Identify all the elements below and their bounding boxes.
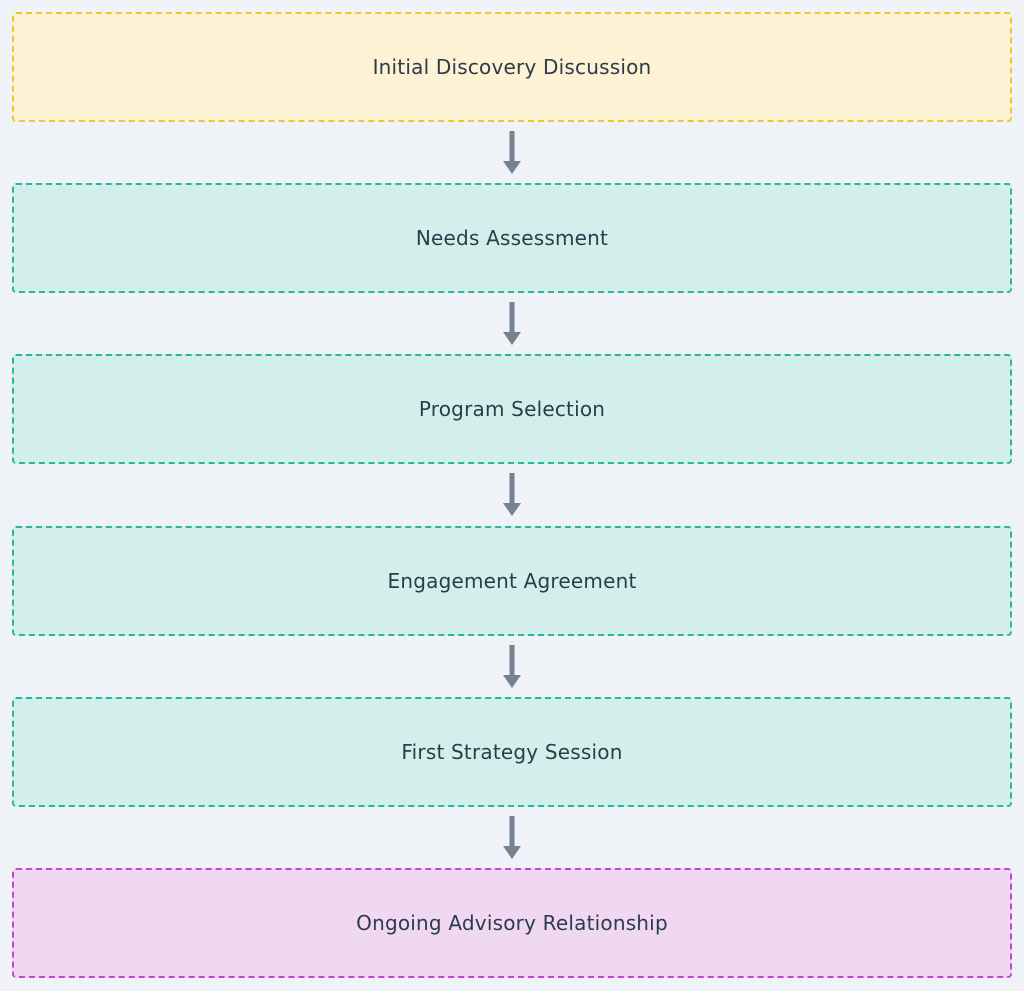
down-arrow-icon <box>503 131 521 174</box>
step-label: Needs Assessment <box>415 226 609 250</box>
down-arrow-icon <box>503 645 521 688</box>
step-first-strategy-session: First Strategy Session <box>12 697 1012 807</box>
down-arrow-icon <box>503 816 521 859</box>
step-label: Initial Discovery Discussion <box>372 55 652 79</box>
down-arrow-icon <box>503 473 521 516</box>
step-label: Engagement Agreement <box>387 569 637 593</box>
step-initial-discovery-discussion: Initial Discovery Discussion <box>12 12 1012 122</box>
step-label: First Strategy Session <box>401 740 623 764</box>
step-label: Ongoing Advisory Relationship <box>356 911 668 935</box>
step-program-selection: Program Selection <box>12 354 1012 464</box>
step-ongoing-advisory-relationship: Ongoing Advisory Relationship <box>12 868 1012 978</box>
step-needs-assessment: Needs Assessment <box>12 183 1012 293</box>
down-arrow-icon <box>503 302 521 345</box>
step-engagement-agreement: Engagement Agreement <box>12 526 1012 636</box>
step-label: Program Selection <box>418 397 606 421</box>
